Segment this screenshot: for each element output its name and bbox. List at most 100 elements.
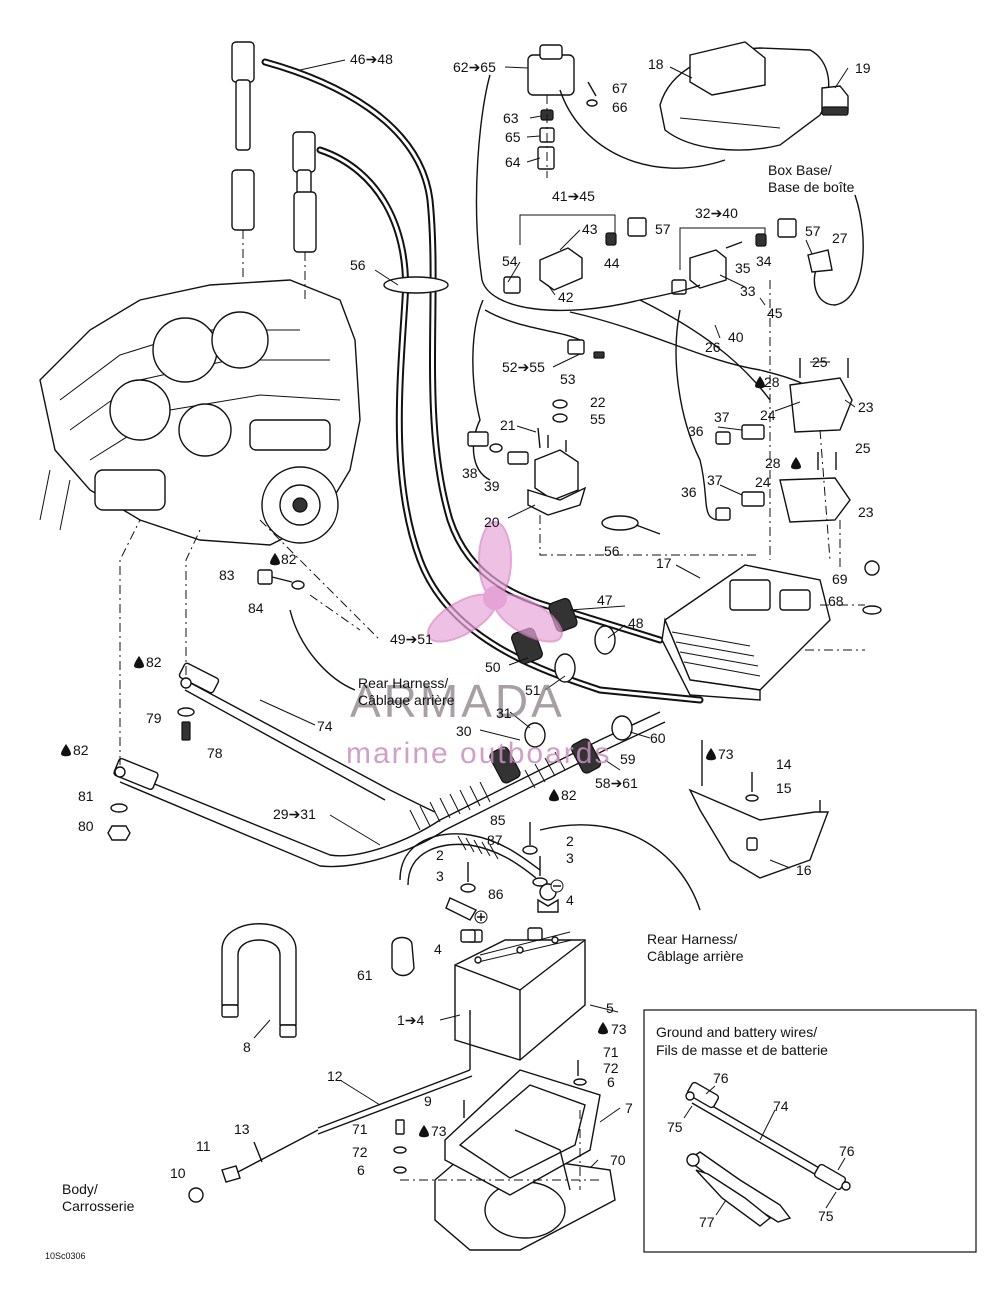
- watermark: ARMADA marine outboards: [346, 521, 611, 770]
- body-fitting: [188, 1129, 319, 1203]
- callout-label: 2: [436, 847, 444, 863]
- callout-label: 55: [590, 411, 606, 427]
- callout-label: 1➔4: [397, 1012, 425, 1028]
- engine-block: [39, 279, 361, 546]
- callout-label: 32➔40: [695, 205, 738, 221]
- callout-label: 82: [281, 551, 297, 567]
- callout-label: 41➔45: [552, 188, 595, 204]
- electronic-module: [661, 560, 882, 701]
- connector-group-41-45: [503, 214, 647, 294]
- callout-label: 72: [352, 1144, 368, 1160]
- spark-plug-cap-1: [231, 41, 255, 231]
- callout-label: 11: [196, 1138, 211, 1154]
- drop-icon: [270, 553, 280, 566]
- callout-label: 86: [488, 886, 504, 902]
- inset-callout: 74: [773, 1098, 789, 1114]
- callout-label: 71: [603, 1044, 619, 1060]
- drop-icon: [706, 748, 716, 761]
- callout-label: 18: [648, 56, 664, 72]
- callout-label: 58➔61: [595, 775, 638, 791]
- callout-label: 78: [207, 745, 223, 761]
- tether-key: [821, 85, 849, 116]
- callout-label: 54: [502, 253, 518, 269]
- callout-label: 35: [735, 260, 751, 276]
- callout-label: 66: [612, 99, 628, 115]
- connector-group-32-40: [671, 218, 833, 295]
- note-rear-harness-fr: Câblage arrière: [358, 692, 455, 708]
- callout-label: 9: [424, 1093, 432, 1109]
- callout-label: 39: [484, 478, 500, 494]
- callout-label: 23: [858, 504, 874, 520]
- drop-icon: [61, 744, 71, 757]
- callout-label: 26: [705, 339, 721, 355]
- electrical-box-cover: [559, 41, 830, 169]
- callout-label: 29➔31: [273, 806, 316, 822]
- callout-label: 12: [327, 1068, 343, 1084]
- callout-label: 47: [597, 592, 613, 608]
- drop-icon: [598, 1022, 608, 1035]
- callout-label: 51: [525, 682, 541, 698]
- ground-screw: [257, 519, 381, 691]
- drop-icon: [791, 457, 801, 470]
- callout-label: 14: [776, 756, 792, 772]
- callout-label: 34: [756, 253, 772, 269]
- callout-label: 24: [755, 474, 771, 490]
- callout-label: 10: [170, 1165, 186, 1181]
- callout-label: 73: [431, 1123, 447, 1139]
- callout-label: 38: [462, 465, 478, 481]
- relay: [527, 44, 575, 178]
- callout-label: 3: [436, 868, 444, 884]
- callout-label: 52➔55: [502, 359, 545, 375]
- callout-label: 23: [858, 399, 874, 415]
- callout-label: 4: [434, 941, 442, 957]
- callout-label: 69: [832, 571, 848, 587]
- drop-icon: [134, 656, 144, 669]
- battery-tray: [434, 1069, 616, 1251]
- callout-label: 46➔48: [350, 51, 393, 67]
- callout-label: 70: [610, 1152, 626, 1168]
- callout-label: 28: [764, 374, 780, 390]
- notes: Box Base/ Base de boîte Rear Harness/ Câ…: [45, 162, 855, 1261]
- callout-label: 64: [505, 154, 521, 170]
- callout-label: 59: [620, 751, 636, 767]
- callout-label: 60: [650, 730, 666, 746]
- support-bracket: [688, 740, 830, 879]
- callout-label: 49➔51: [390, 631, 433, 647]
- callout-label: 22: [590, 394, 606, 410]
- inset-panel: [643, 1009, 977, 1253]
- callout-label: 2: [566, 833, 574, 849]
- callout-label: 57: [655, 221, 671, 237]
- callout-label: 81: [78, 788, 94, 804]
- battery-hardware: [460, 822, 559, 943]
- callout-label: 80: [78, 818, 94, 834]
- callout-label: 79: [146, 710, 162, 726]
- callout-label: 67: [612, 80, 628, 96]
- callout-label: 82: [146, 654, 162, 670]
- callout-label: 20: [484, 514, 500, 530]
- callout-label: 3: [566, 850, 574, 866]
- watermark-logo: [427, 521, 563, 643]
- callout-label: 63: [503, 110, 519, 126]
- spark-plug-cap-2: [292, 131, 317, 253]
- polarity-symbols: [474, 879, 564, 924]
- callout-label: 17: [656, 555, 672, 571]
- callout-label: 82: [73, 742, 89, 758]
- drop-icon: [549, 789, 559, 802]
- note-box-base: Box Base/: [768, 162, 832, 178]
- callout-label: 62➔65: [453, 59, 496, 75]
- drop-icons: [61, 376, 801, 1138]
- ground-cable: [178, 662, 436, 813]
- callout-label: 6: [357, 1162, 365, 1178]
- inset-callout: 76: [839, 1143, 855, 1159]
- note-body-fr: Carrosserie: [62, 1198, 135, 1214]
- callout-label: 87: [487, 832, 503, 848]
- inset-callout: 76: [713, 1070, 729, 1086]
- callout-label: 25: [855, 440, 871, 456]
- watermark-tagline: marine outboards: [346, 737, 611, 770]
- positive-cable: [399, 833, 541, 921]
- screw-66-67: [586, 81, 598, 107]
- callout-label: 6: [607, 1074, 615, 1090]
- callout-label: 68: [828, 593, 844, 609]
- callout-label: 31: [496, 705, 512, 721]
- vent-tube: [317, 1010, 473, 1135]
